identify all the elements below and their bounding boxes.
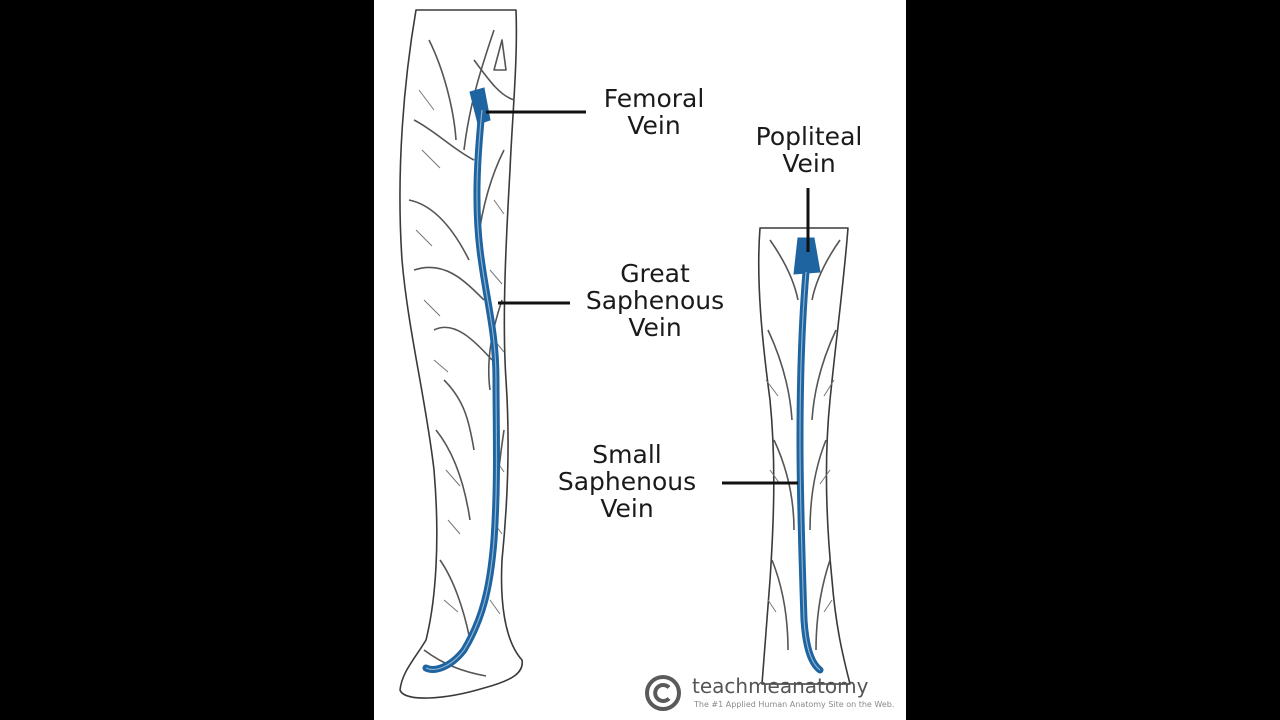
label-great-saphenous-vein: Great Saphenous Vein — [570, 260, 740, 341]
label-line: Great — [620, 259, 690, 288]
label-line: Vein — [628, 313, 682, 342]
label-line: Small — [592, 440, 662, 469]
label-line: Saphenous — [557, 467, 697, 496]
watermark: teachmeanatomy The #1 Applied Human Anat… — [642, 668, 906, 718]
anterior-leg-drawing — [399, 9, 523, 699]
diagram-panel: Femoral Vein Popliteal Vein Great Saphen… — [374, 0, 906, 720]
label-line: Popliteal — [755, 122, 863, 151]
label-line: Femoral — [603, 84, 705, 113]
label-line: Vein — [627, 111, 681, 140]
label-femoral-vein: Femoral Vein — [586, 85, 722, 139]
label-popliteal-vein: Popliteal Vein — [734, 123, 884, 177]
label-line: Vein — [600, 494, 654, 523]
copyright-icon — [645, 675, 681, 711]
label-line: Vein — [782, 149, 836, 178]
watermark-tagline: The #1 Applied Human Anatomy Site on the… — [694, 700, 895, 709]
posterior-leg-drawing — [757, 227, 851, 685]
watermark-name: teachmeanatomy — [692, 674, 869, 698]
label-line: Saphenous — [585, 286, 725, 315]
label-small-saphenous-vein: Small Saphenous Vein — [542, 441, 712, 522]
great-saphenous-vein — [422, 106, 500, 673]
leg-veins-illustration — [399, 9, 851, 699]
